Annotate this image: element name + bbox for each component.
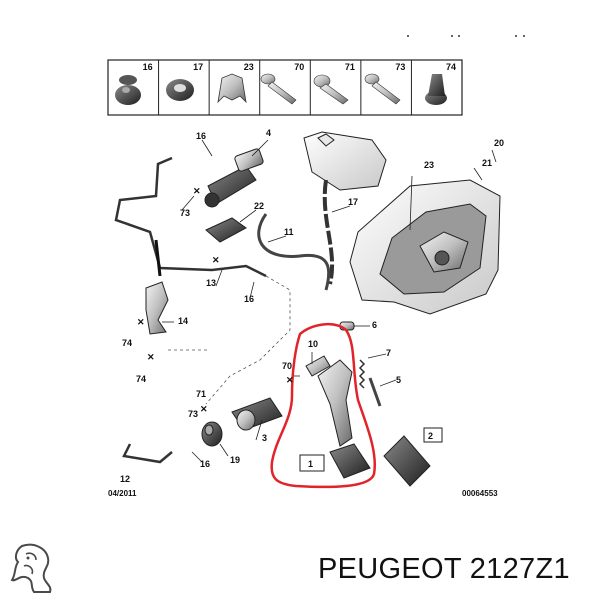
callout-5: 5 [396,375,401,385]
callout-71: 71 [196,389,206,399]
bushing-19 [201,421,223,447]
pedal-pad-2 [383,435,431,487]
strip-label-70: 70 [294,62,304,72]
hose-11 [257,213,331,291]
strip-label-71: 71 [345,62,355,72]
feed-hose [322,179,335,285]
fluid-reservoir [303,131,387,191]
part-71-screw [313,74,349,105]
footer-ref: 00064553 [462,489,498,498]
callout-19: 19 [230,455,240,465]
assembly-drawing [114,131,501,487]
cross-marker-icon: ✕ [147,352,155,362]
callout-16: 16 [244,294,254,304]
part-70-bolt [260,73,297,105]
bracket-22 [205,217,247,243]
callout-11: 11 [284,227,294,237]
strip-label-23: 23 [244,62,254,72]
callout-14: 14 [178,316,188,326]
cross-marker-icon: ✕ [137,317,145,327]
clutch-pedal [305,355,371,479]
callout-12: 12 [120,474,130,484]
callout-74: 74 [122,338,132,348]
callout-21: 21 [482,158,492,168]
callout-2: 2 [428,431,433,441]
parts-strip [107,59,463,116]
callout-22: 22 [254,201,264,211]
callout-23: 23 [424,160,434,170]
part-16-grommet [115,75,141,105]
callout-6: 6 [372,320,377,330]
callout-3: 3 [262,433,267,443]
highlight-outline [270,322,377,489]
callout-16: 16 [200,459,210,469]
callout-1: 1 [308,459,313,469]
cross-marker-icon: ✕ [212,255,220,265]
brand-title: PEUGEOT 2127Z1 [318,553,570,585]
callout-4: 4 [266,128,271,138]
part-74-clip [425,74,447,105]
callout-73: 73 [188,409,198,419]
part-73-bolt [364,73,401,105]
top-dots [407,35,525,37]
pipe-line [114,156,267,278]
pipe-12 [122,443,173,464]
footer-date: 04/2011 [108,489,137,498]
strip-label-16: 16 [143,62,153,72]
callout-7: 7 [386,348,391,358]
callout-10: 10 [308,339,318,349]
slave-cylinder [231,397,283,431]
callout-13: 13 [206,278,216,288]
strip-label-74: 74 [446,62,456,72]
callout-70: 70 [282,361,292,371]
strip-labels: 16 17 23 70 71 73 74 [143,62,456,72]
cross-marker-icon: ✕ [193,186,201,196]
part-17-ring [166,79,194,101]
spring-7 [358,359,366,389]
bracket-14 [145,281,169,335]
lion-logo-icon [10,543,52,593]
leader-lines [162,139,497,463]
cross-marker-icon: ✕ [200,404,208,414]
callout-20: 20 [494,138,504,148]
strip-label-17: 17 [193,62,203,72]
callout-box-2 [423,427,443,443]
strip-label-73: 73 [395,62,405,72]
part-23-clip [217,73,247,104]
cross-marker-icon: ✕ [286,375,294,385]
callout-74: 74 [136,374,146,384]
callout-16: 16 [196,131,206,141]
callout-17: 17 [348,197,358,207]
callout-box-1 [299,454,325,472]
master-cylinder [204,148,264,208]
rod-5 [368,377,382,407]
callout-73: 73 [180,208,190,218]
